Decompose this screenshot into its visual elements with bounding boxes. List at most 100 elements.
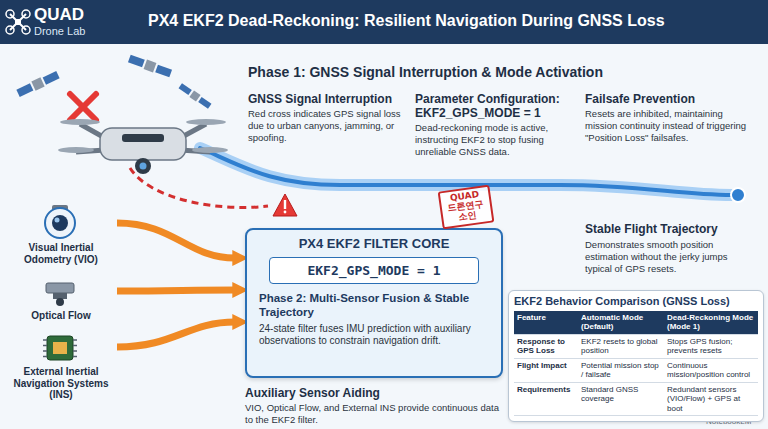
signal-loss-path [130, 168, 268, 207]
camera-icon [45, 205, 75, 238]
red-cross [70, 94, 96, 120]
table-cell: Potential mission stop / failsafe [578, 359, 664, 383]
warning-icon [273, 194, 297, 216]
drone [122, 134, 164, 142]
ins-chip-icon [53, 342, 67, 354]
logo-text: QUAD [34, 5, 84, 25]
table-cell: Dead-Reckoning Mode (Mode 1) [664, 311, 758, 335]
ins-chip-icon [47, 336, 73, 360]
optical-flow-icon [56, 298, 64, 306]
section-heading: Stable Flight Trajectory [585, 222, 755, 236]
satellite [128, 54, 173, 78]
satellite [179, 83, 192, 95]
drone [140, 163, 147, 170]
chip-pin [73, 356, 77, 358]
logo-icon [22, 10, 30, 18]
satellite [16, 54, 212, 110]
table-cell: Continuous mission/position control [664, 359, 758, 383]
logo-icon [6, 26, 14, 34]
node-text: External Inertial Navigation Systems (IN… [5, 366, 117, 401]
camera-icon [45, 208, 75, 238]
node-text: 드론연구소인 [444, 199, 490, 225]
logo-subtext: Drone Lab [34, 25, 85, 37]
trajectory-line [731, 188, 745, 202]
drone [60, 119, 100, 125]
drone [58, 119, 228, 174]
warning-icon [284, 211, 287, 214]
satellite [155, 65, 172, 78]
table-cell: Redundant sensors (VIO/Flow) + GPS at bo… [664, 383, 758, 416]
chip-pin [43, 350, 47, 352]
sensor-node: External Inertial Navigation Systems (IN… [5, 330, 117, 401]
section-body: Resets are inhibited, maintaining missio… [585, 108, 757, 144]
table-cell: Requirements [514, 383, 578, 416]
parameter-box: EKF2_GPS_MODE = 1 [269, 257, 479, 284]
phase-heading: Phase 1: GNSS Signal Interruption & Mode… [248, 64, 603, 80]
drone [192, 147, 228, 153]
node-text: Visual Inertial Odometry (VIO) [5, 242, 117, 265]
satellite [128, 55, 145, 68]
optical-flow-icon [46, 283, 74, 306]
optical-flow-icon [46, 283, 74, 293]
camera-icon [55, 218, 60, 223]
satellite [16, 83, 33, 97]
comparison-table: EKF2 Behavior Comparison (GNSS Loss) Feat… [508, 290, 764, 422]
satellite [31, 77, 44, 90]
node-text: EKF2 Behavior Comparison (GNSS Loss) [514, 295, 758, 307]
section-heading: Failsafe Prevention [585, 92, 755, 106]
node-text: Optical Flow [5, 310, 117, 322]
red-cross [70, 94, 96, 120]
table-cell: Automatic Mode (Default) [578, 311, 664, 335]
table-cell: Stops GPS fusion; prevents resets [664, 335, 758, 359]
logo-icon [6, 10, 14, 18]
logo-icon [6, 10, 30, 34]
camera-icon [52, 215, 68, 231]
data-flow-arrow [117, 322, 235, 347]
satellite [189, 90, 200, 101]
chip-pin [73, 345, 77, 347]
logo-icon [15, 19, 21, 25]
table-cell: EKF2 resets to global position [578, 335, 664, 359]
section-body: Red cross indicates GPS signal loss due … [248, 108, 403, 144]
satellite [43, 71, 60, 85]
node-text: Phase 2: Multi-Sensor Fusion & Stable Tr… [259, 292, 489, 320]
ins-chip-icon [43, 336, 77, 360]
node-text: EKF2_GPS_MODE = 1 [274, 263, 474, 278]
chip-pin [43, 339, 47, 341]
data-flow-arrow [117, 223, 235, 258]
node-text: 24-state filter fuses IMU prediction wit… [259, 323, 489, 348]
table-grid: FeatureAutomatic Mode (Default)Dead-Reck… [514, 311, 758, 416]
drone [100, 128, 186, 160]
seal-stamp: QUAD드론연구소인 [438, 185, 495, 230]
chip-pin [43, 345, 47, 347]
satellite [198, 97, 211, 109]
section-body: Demonstrates smooth position estimation … [585, 239, 757, 275]
section-body: Dead-reckoning mode is active, instructi… [415, 122, 570, 158]
warning-icon [284, 200, 286, 209]
page-title: PX4 EKF2 Dead-Reckoning: Resilient Navig… [148, 12, 763, 30]
sensor-node: Optical Flow [5, 274, 117, 322]
table-cell: Standard GNSS coverage [578, 383, 664, 416]
data-flow-arrow [117, 290, 235, 291]
signal-loss-path [130, 168, 268, 207]
red-cross [70, 94, 96, 120]
table-cell: Feature [514, 311, 578, 335]
drone [58, 147, 94, 153]
section-body: VIO, Optical Flow, and External INS prov… [245, 402, 500, 426]
drone [186, 119, 226, 125]
sensor-node: Visual Inertial Odometry (VIO) [5, 206, 117, 265]
satellite [16, 70, 60, 98]
satellite [178, 82, 212, 109]
drone [135, 158, 151, 174]
chip-pin [73, 350, 77, 352]
node-text: PX4 EKF2 FILTER CORE [259, 236, 489, 251]
warning-icon [273, 194, 297, 216]
chip-pin [43, 356, 47, 358]
section-heading: GNSS Signal Interruption [248, 92, 408, 106]
section-heading: Parameter Configuration: EKF2_GPS_MODE =… [415, 92, 575, 121]
section-heading: Auxiliary Sensor Aiding [245, 386, 495, 400]
table-cell: Flight Impact [514, 359, 578, 383]
chip-pin [73, 339, 77, 341]
table-cell: Response to GPS Loss [514, 335, 578, 359]
